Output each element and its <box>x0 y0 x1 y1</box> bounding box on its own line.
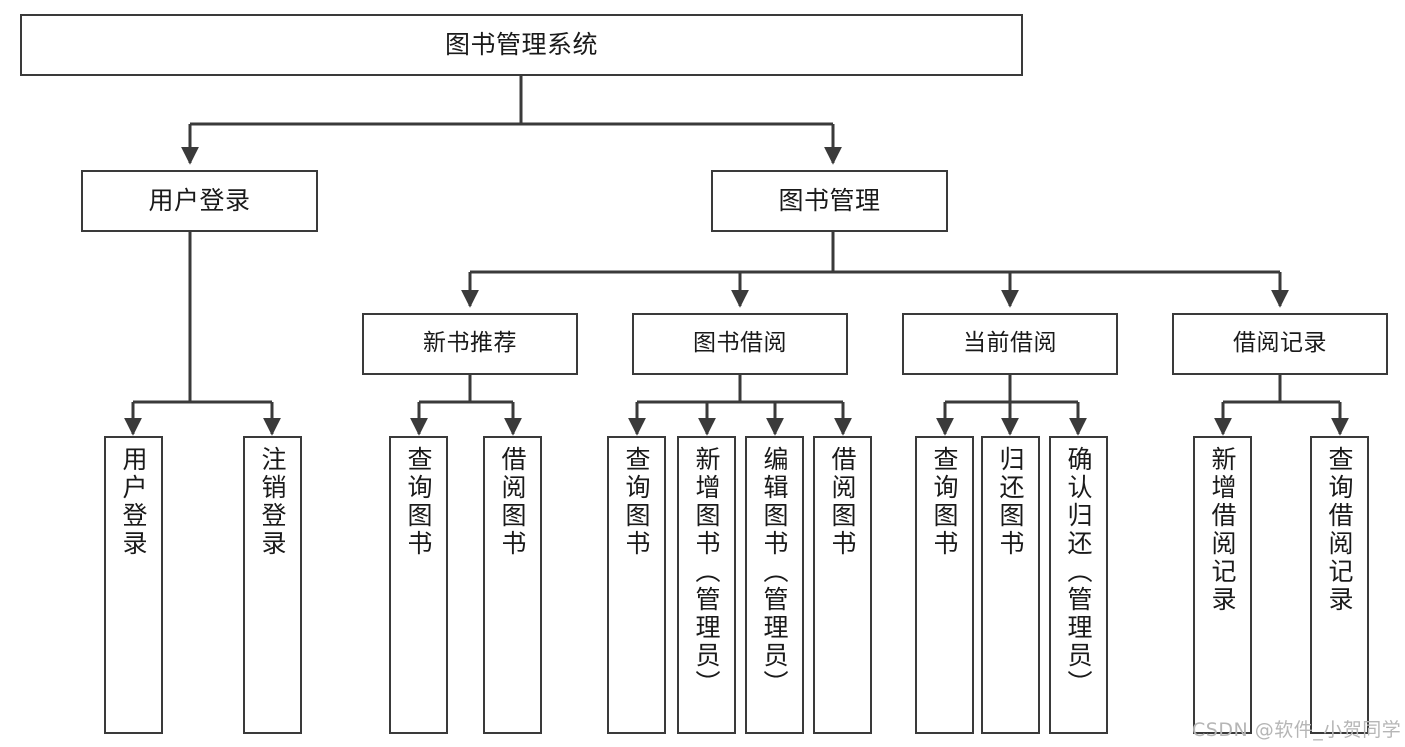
node-label: 用户登录 <box>148 186 251 216</box>
node-label: 借阅记录 <box>1233 330 1327 357</box>
node-user-login[interactable]: 用户登录 <box>81 170 318 232</box>
node-label: 借阅图书 <box>498 446 527 558</box>
node-label: 查询图书 <box>930 446 959 558</box>
node-label: 图书借阅 <box>693 330 787 357</box>
leaf-user-login-logout[interactable]: 注销登录 <box>243 436 302 734</box>
node-label: 图书管理系统 <box>444 30 598 60</box>
leaf-recommend-borrow-book[interactable]: 借阅图书 <box>483 436 542 734</box>
node-label: 注销登录 <box>258 446 287 558</box>
leaf-user-login-login[interactable]: 用户登录 <box>104 436 163 734</box>
node-label: 查询借阅记录 <box>1325 446 1354 614</box>
leaf-current-query-book[interactable]: 查询图书 <box>915 436 974 734</box>
leaf-record-add-record[interactable]: 新增借阅记录 <box>1193 436 1252 734</box>
node-label: 查询图书 <box>622 446 651 558</box>
leaf-borrow-query-book[interactable]: 查询图书 <box>607 436 666 734</box>
node-label: 查询图书 <box>404 446 433 558</box>
node-book-management[interactable]: 图书管理 <box>711 170 948 232</box>
leaf-borrow-borrow-book[interactable]: 借阅图书 <box>813 436 872 734</box>
node-label: 借阅图书 <box>828 446 857 558</box>
node-label: 新增图书（管理员） <box>692 446 721 698</box>
node-label: 图书管理 <box>778 186 881 216</box>
csdn-watermark: CSDN @软件_小贺同学 <box>1192 719 1402 741</box>
leaf-borrow-edit-book[interactable]: 编辑图书（管理员） <box>745 436 804 734</box>
node-current-borrow[interactable]: 当前借阅 <box>902 313 1118 375</box>
node-label: 编辑图书（管理员） <box>760 446 789 698</box>
node-label: 确认归还（管理员） <box>1064 446 1093 698</box>
leaf-borrow-add-book[interactable]: 新增图书（管理员） <box>677 436 736 734</box>
node-root-system[interactable]: 图书管理系统 <box>20 14 1023 76</box>
node-book-borrow[interactable]: 图书借阅 <box>632 313 848 375</box>
node-label: 当前借阅 <box>963 330 1057 357</box>
leaf-current-confirm-return[interactable]: 确认归还（管理员） <box>1049 436 1108 734</box>
leaf-current-return-book[interactable]: 归还图书 <box>981 436 1040 734</box>
node-label: 归还图书 <box>996 446 1025 558</box>
node-new-book-recommend[interactable]: 新书推荐 <box>362 313 578 375</box>
leaf-record-query-record[interactable]: 查询借阅记录 <box>1310 436 1369 734</box>
node-label: 用户登录 <box>119 446 148 558</box>
node-borrow-record[interactable]: 借阅记录 <box>1172 313 1388 375</box>
node-label: 新书推荐 <box>423 330 517 357</box>
node-label: 新增借阅记录 <box>1208 446 1237 614</box>
leaf-recommend-query-book[interactable]: 查询图书 <box>389 436 448 734</box>
